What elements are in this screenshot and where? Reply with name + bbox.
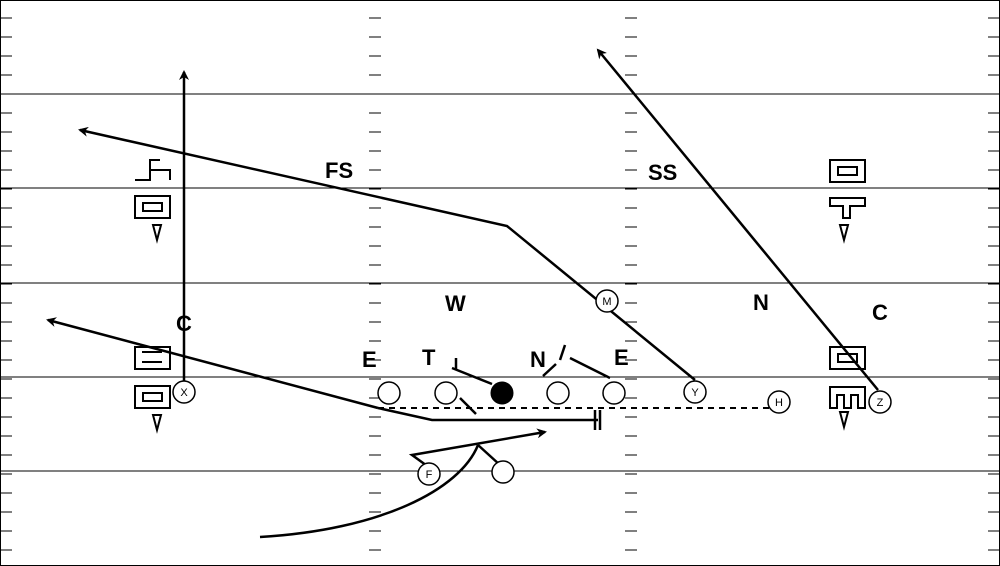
quarterback (491, 460, 515, 484)
hash-marks (0, 17, 1000, 551)
m-player (595, 289, 619, 313)
w-label: W (445, 291, 466, 316)
m-label: M (602, 296, 611, 308)
e-left-label: E (362, 347, 377, 372)
routes (46, 48, 879, 539)
h-player (767, 390, 791, 414)
f-player (417, 462, 441, 486)
left-guard (434, 381, 458, 405)
defense-labels: FS SS W N C C E T N E (176, 158, 888, 372)
offensive-line (377, 381, 626, 484)
y-label: Y (691, 387, 699, 399)
ss-label: SS (648, 160, 677, 185)
fs-label: FS (325, 158, 353, 183)
x-label: X (180, 387, 188, 399)
n-dl-label: N (530, 347, 546, 372)
z-label: Z (877, 397, 884, 409)
left-tackle (377, 381, 401, 405)
z-player (868, 390, 892, 414)
center-ball (490, 381, 514, 405)
right-guard (546, 381, 570, 405)
f-label: F (426, 469, 433, 481)
right-tackle (602, 381, 626, 405)
y-player (683, 380, 707, 404)
n-lb-label: N (753, 290, 769, 315)
c-right-label: C (872, 300, 888, 325)
left-route (46, 317, 379, 410)
c-left-label: C (176, 311, 192, 336)
rb-curve (259, 444, 480, 539)
h-label: H (775, 397, 783, 409)
field-numbers (134, 159, 866, 434)
e-right-label: E (614, 345, 629, 370)
y-route (78, 126, 696, 381)
z-route (596, 48, 879, 391)
t-label: T (422, 345, 436, 370)
skill-players: X Y Z H F M (172, 289, 892, 486)
blocking (377, 344, 611, 430)
x-player (172, 380, 196, 404)
